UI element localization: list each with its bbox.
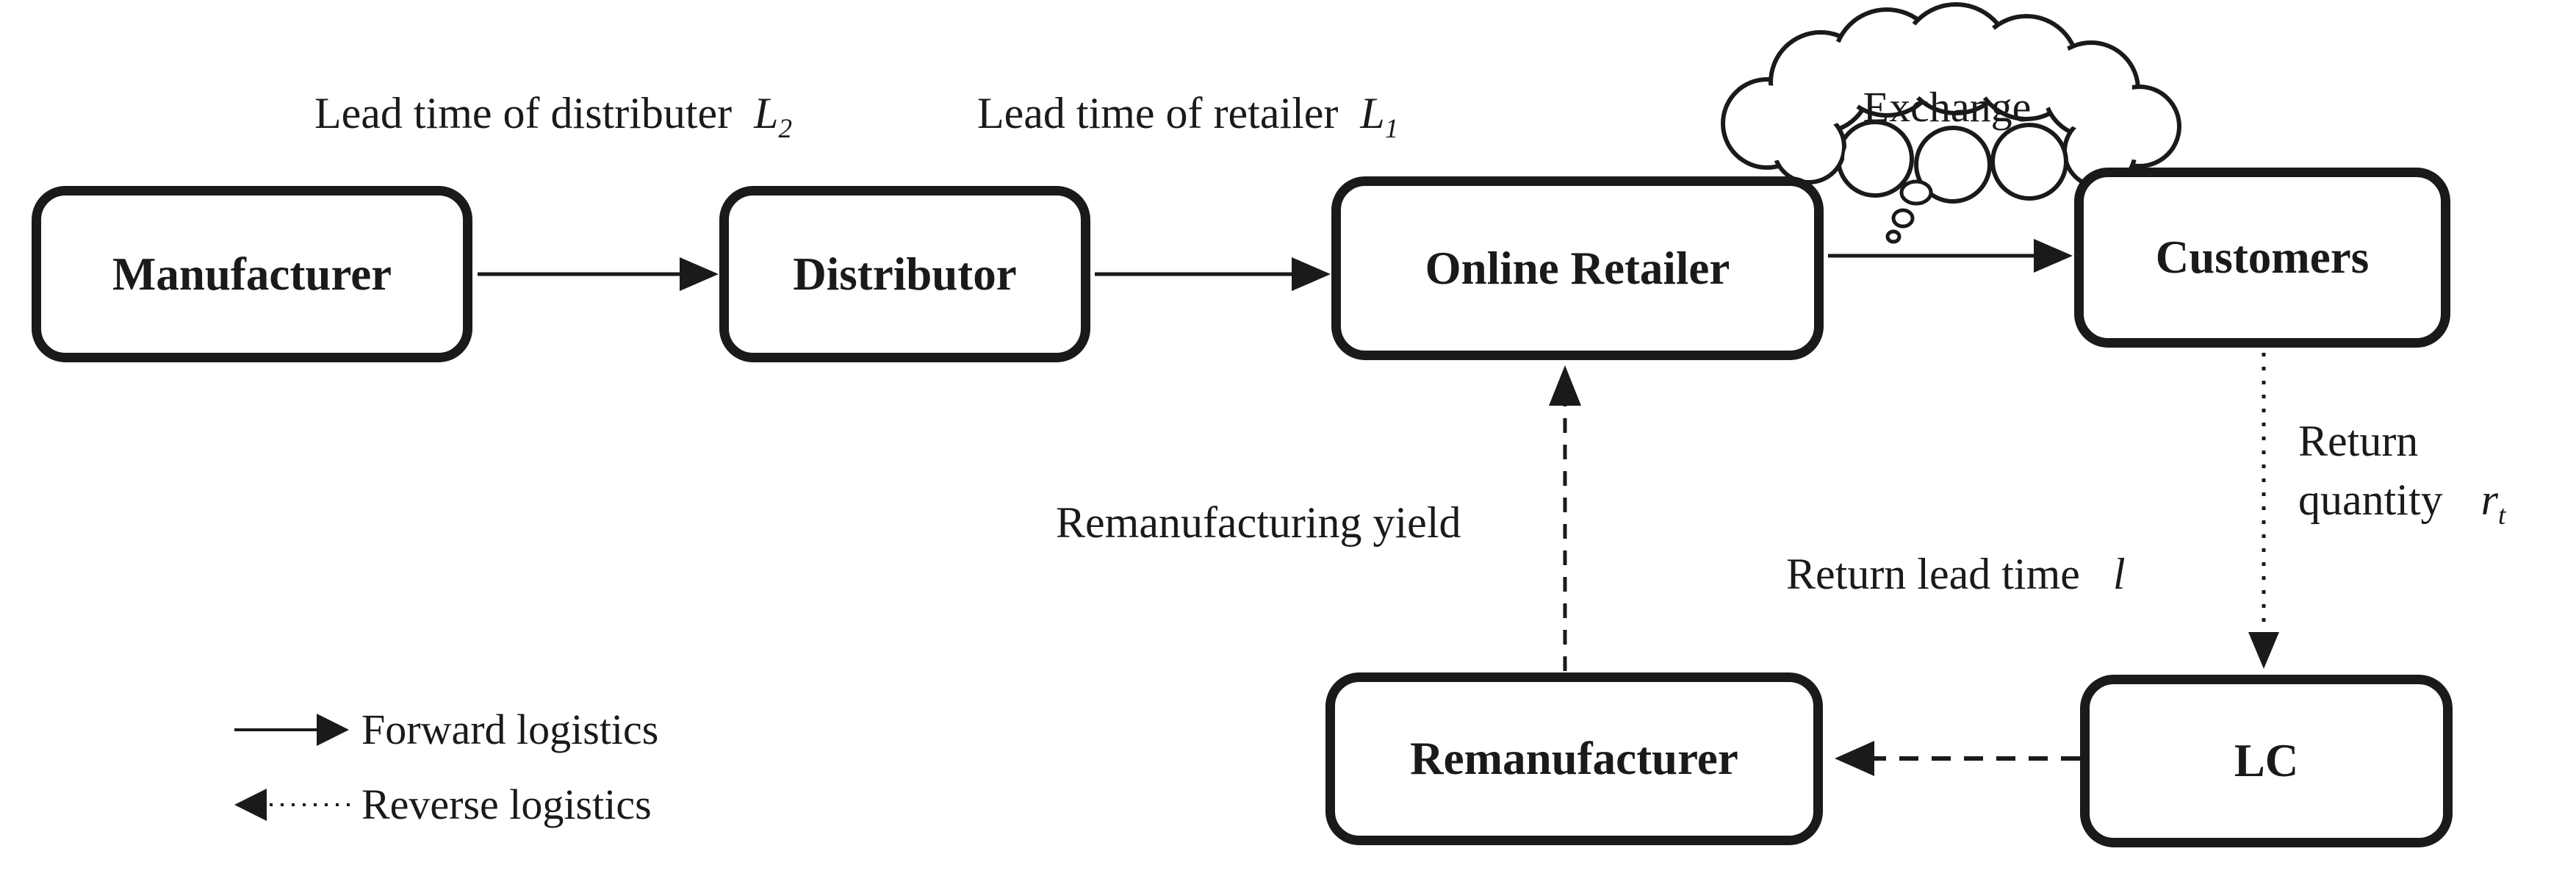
return-lead-time-symbol: l <box>2112 550 2126 598</box>
forward-logistics-arrow-icon <box>234 714 349 746</box>
arrow-manufacturer-to-distributor <box>478 257 719 291</box>
remanufacturer-box: Remanufacturer <box>1325 672 1823 845</box>
lc-box: LC <box>2080 675 2453 847</box>
reverse-logistics-label: Reverse logistics <box>361 781 652 828</box>
manufacturer-box: Manufacturer <box>32 186 472 362</box>
customers-box: Customers <box>2074 168 2450 348</box>
return-quantity-symbol: rt <box>2480 476 2506 531</box>
lead-time-distributer-symbol: L2 <box>754 89 793 144</box>
distributor-label: Distributor <box>793 248 1017 300</box>
cloud-tail-bubbles <box>1885 179 1933 244</box>
customers-label: Customers <box>2155 232 2370 283</box>
exchange-cloud <box>1721 2 2181 204</box>
arrow-online-retailer-to-customers <box>1828 239 2073 273</box>
remanufacturer-label: Remanufacturer <box>1410 733 1738 784</box>
lead-time-retailer-symbol: L1 <box>1360 89 1399 144</box>
exchange-label: Exchange <box>1863 83 2032 131</box>
arrow-customers-to-lc <box>2248 353 2279 669</box>
online-retailer-box: Online Retailer <box>1331 176 1824 360</box>
remanufacturing-yield-label: Remanufacturing yield <box>1056 498 1461 547</box>
arrow-distributor-to-online-retailer <box>1095 257 1331 291</box>
distributor-box: Distributor <box>719 186 1090 362</box>
reverse-logistics-arrow-icon <box>234 789 352 821</box>
manufacturer-label: Manufacturer <box>112 248 392 300</box>
arrow-lc-to-remanufacturer <box>1835 741 2080 776</box>
arrow-remanufacturer-to-online-retailer <box>1549 365 1581 671</box>
online-retailer-label: Online Retailer <box>1425 242 1730 294</box>
lc-label: LC <box>2234 735 2299 786</box>
forward-logistics-label: Forward logistics <box>361 706 659 753</box>
